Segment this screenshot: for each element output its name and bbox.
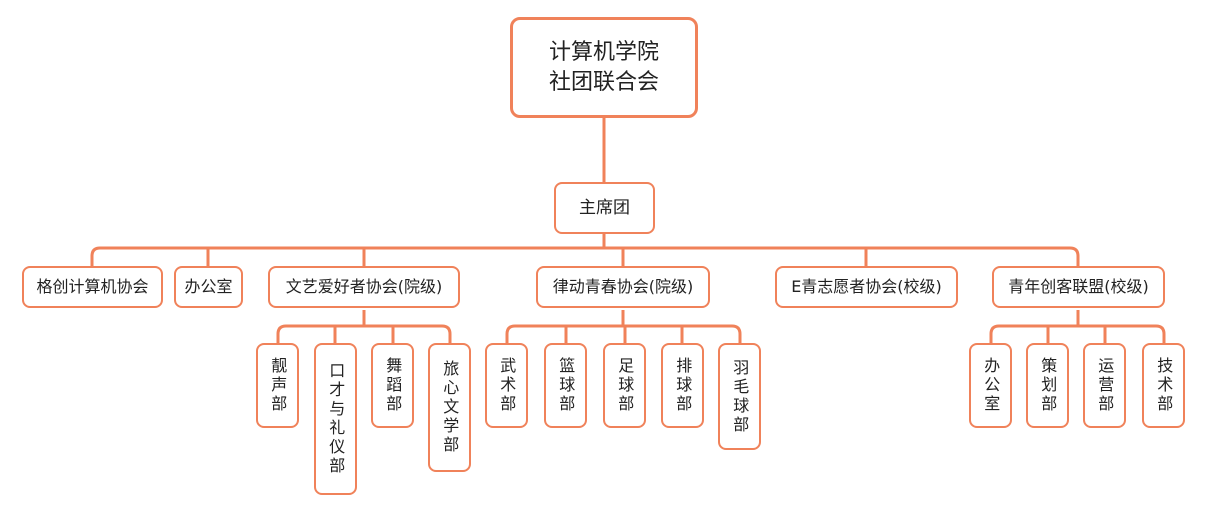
org-eqing: E青志愿者协会(校级) [775, 266, 958, 308]
connector-level2-bus [90, 246, 1080, 266]
dept-jishu: 技术部 [1142, 343, 1185, 428]
connector-wenyi-depts [276, 324, 452, 343]
org-lvdong: 律动青春协会(院级) [536, 266, 710, 308]
dept-jingsheng: 靓声部 [256, 343, 299, 428]
dept-wudao: 舞蹈部 [371, 343, 414, 428]
dept-koucai-liyi: 口才与礼仪部 [314, 343, 357, 495]
dept-office-qn: 办公室 [969, 343, 1012, 428]
dept-lvxin-wenxue: 旅心文学部 [428, 343, 471, 472]
org-office: 办公室 [174, 266, 243, 308]
org-qingnian: 青年创客联盟(校级) [992, 266, 1165, 308]
org-gechuang: 格创计算机协会 [22, 266, 163, 308]
org-wenyi: 文艺爱好者协会(院级) [268, 266, 460, 308]
dept-wushu: 武术部 [485, 343, 528, 428]
dept-paiqiu: 排球部 [661, 343, 704, 428]
dept-yunying: 运营部 [1083, 343, 1126, 428]
connector-qingnian-depts [989, 324, 1166, 343]
root-node: 计算机学院 社团联合会 [510, 17, 698, 118]
dept-zuqiu: 足球部 [603, 343, 646, 428]
dept-yumaoqiu: 羽毛球部 [718, 343, 761, 450]
presidium-node: 主席团 [554, 182, 655, 234]
dept-lanqiu: 篮球部 [544, 343, 587, 428]
dept-cehua: 策划部 [1026, 343, 1069, 428]
